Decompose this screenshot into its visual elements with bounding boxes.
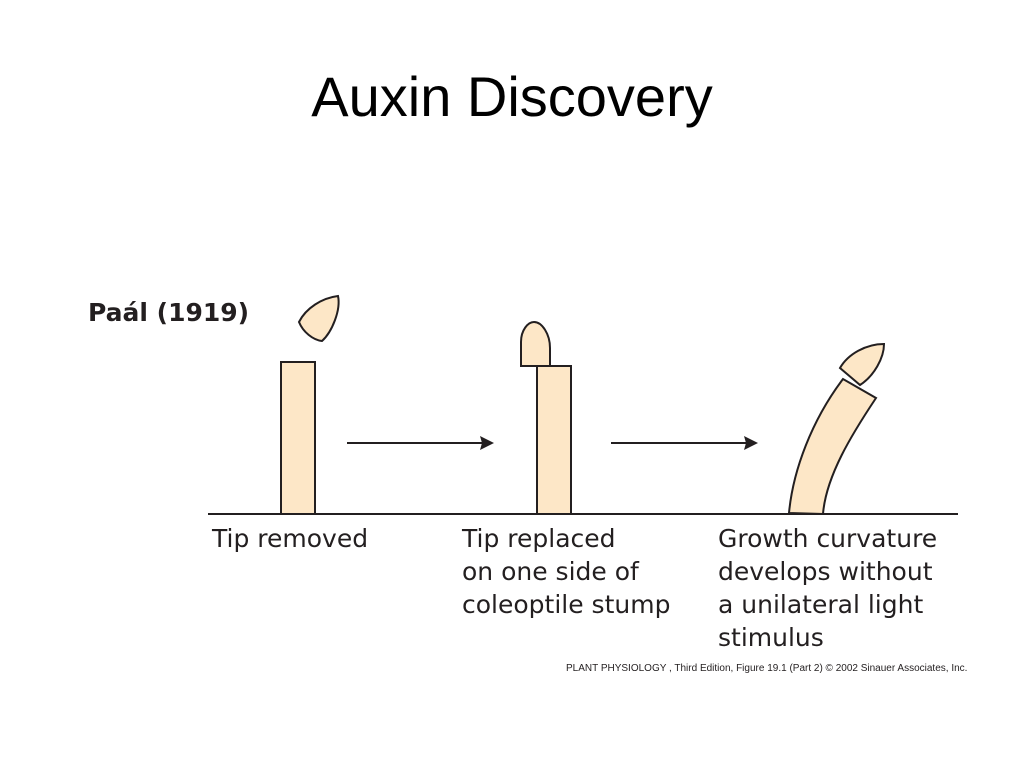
caption-line: develops without [718, 557, 933, 586]
caption-line: stimulus [718, 623, 824, 652]
caption-line: on one side of [462, 557, 639, 586]
arrow-2 [611, 436, 758, 450]
arrow-1 [347, 436, 494, 450]
caption-step-2: Tip replaced on one side of coleoptile s… [462, 522, 670, 621]
experiment-label: Paál (1919) [88, 298, 250, 327]
coleoptile-stump-2 [536, 365, 572, 515]
caption-line: Tip replaced [462, 524, 616, 553]
caption-line: Tip removed [212, 524, 369, 553]
figure-credit: PLANT PHYSIOLOGY , Third Edition, Figure… [566, 663, 968, 674]
caption-line: coleoptile stump [462, 590, 671, 619]
caption-step-1: Tip removed [212, 522, 368, 555]
curved-coleoptile [787, 377, 878, 516]
slide-title: Auxin Discovery [311, 65, 713, 128]
caption-step-3: Growth curvature develops without a unil… [718, 522, 937, 654]
coleoptile-stump-1 [280, 361, 316, 515]
caption-line: Growth curvature [718, 524, 938, 553]
caption-line: a unilateral light [718, 590, 924, 619]
curved-tip [838, 342, 886, 387]
replaced-tip [520, 320, 551, 367]
detached-tip [297, 294, 340, 343]
